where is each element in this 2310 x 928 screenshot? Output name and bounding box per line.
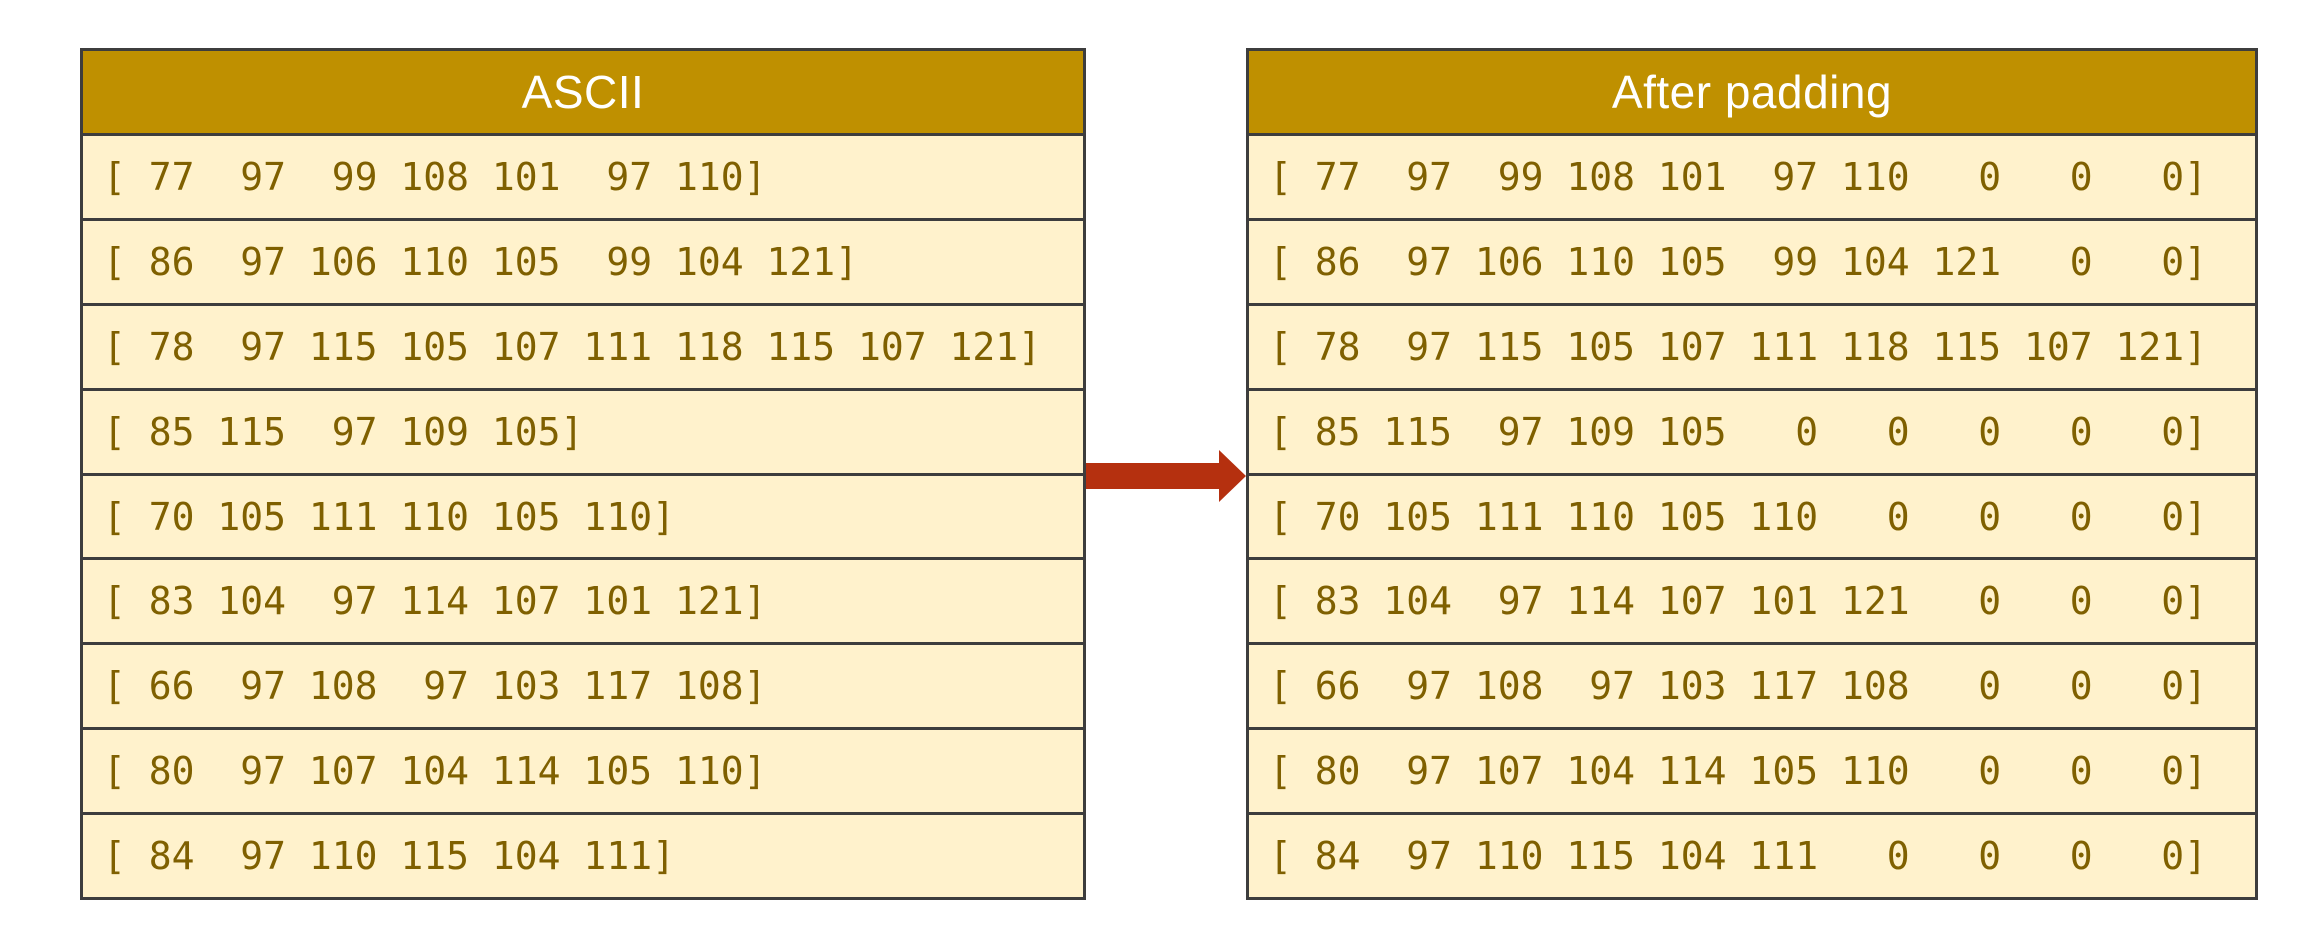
ascii-table: ASCII [ 77 97 99 108 101 97 110] [ 86 97… — [80, 48, 1086, 900]
after-padding-table-title: After padding — [1249, 51, 2255, 133]
ascii-table-title: ASCII — [83, 51, 1083, 133]
table-row: [ 77 97 99 108 101 97 110] — [83, 133, 1083, 218]
table-row: [ 77 97 99 108 101 97 110 0 0 0] — [1249, 133, 2255, 218]
table-row: [ 85 115 97 109 105] — [83, 387, 1083, 473]
table-row: [ 70 105 111 110 105 110 0 0 0 0] — [1249, 472, 2255, 558]
padding-arrow-icon — [1086, 450, 1246, 502]
table-row: [ 85 115 97 109 105 0 0 0 0 0] — [1249, 387, 2255, 473]
after-padding-table: After padding [ 77 97 99 108 101 97 110 … — [1246, 48, 2258, 900]
table-row: [ 86 97 106 110 105 99 104 121] — [83, 217, 1083, 303]
table-row: [ 66 97 108 97 103 117 108 0 0 0] — [1249, 642, 2255, 728]
table-row: [ 83 104 97 114 107 101 121] — [83, 557, 1083, 643]
table-row: [ 84 97 110 115 104 111] — [83, 812, 1083, 898]
table-row: [ 86 97 106 110 105 99 104 121 0 0] — [1249, 217, 2255, 303]
table-row: [ 84 97 110 115 104 111 0 0 0 0] — [1249, 812, 2255, 898]
table-row: [ 83 104 97 114 107 101 121 0 0 0] — [1249, 557, 2255, 643]
table-row: [ 78 97 115 105 107 111 118 115 107 121] — [83, 302, 1083, 388]
table-row: [ 80 97 107 104 114 105 110] — [83, 727, 1083, 813]
table-row: [ 78 97 115 105 107 111 118 115 107 121] — [1249, 302, 2255, 388]
table-row: [ 80 97 107 104 114 105 110 0 0 0] — [1249, 727, 2255, 813]
table-row: [ 70 105 111 110 105 110] — [83, 472, 1083, 558]
table-row: [ 66 97 108 97 103 117 108] — [83, 642, 1083, 728]
